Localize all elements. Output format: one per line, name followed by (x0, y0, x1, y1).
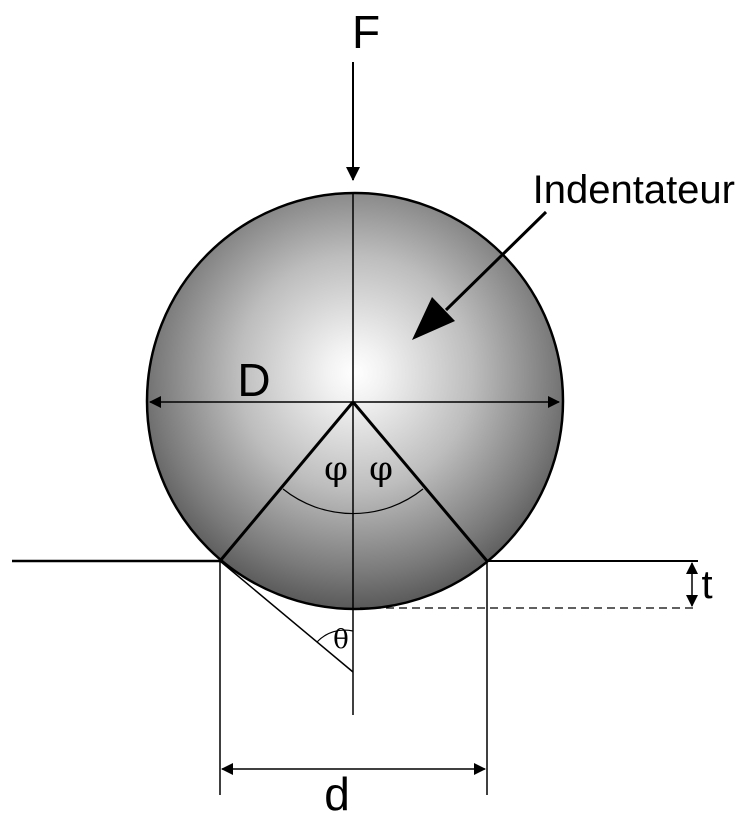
force-label: F (352, 6, 380, 58)
phi-angle-arc (282, 488, 424, 515)
cone-line-left (218, 401, 355, 562)
cone-line-right (351, 401, 489, 562)
indenter-arrow-shaft (444, 210, 548, 312)
depth-label: t (701, 563, 712, 607)
phi-left-label: φ (324, 449, 348, 489)
indenter-label: Indentateur (533, 168, 735, 212)
indenter-arrow-head (412, 297, 455, 340)
theta-angle-arc (316, 629, 354, 643)
chord-label: d (324, 768, 350, 813)
diameter-label: D (237, 354, 270, 406)
theta-label: θ (333, 625, 349, 655)
theta-line (219, 560, 354, 673)
phi-right-label: φ (369, 449, 393, 489)
